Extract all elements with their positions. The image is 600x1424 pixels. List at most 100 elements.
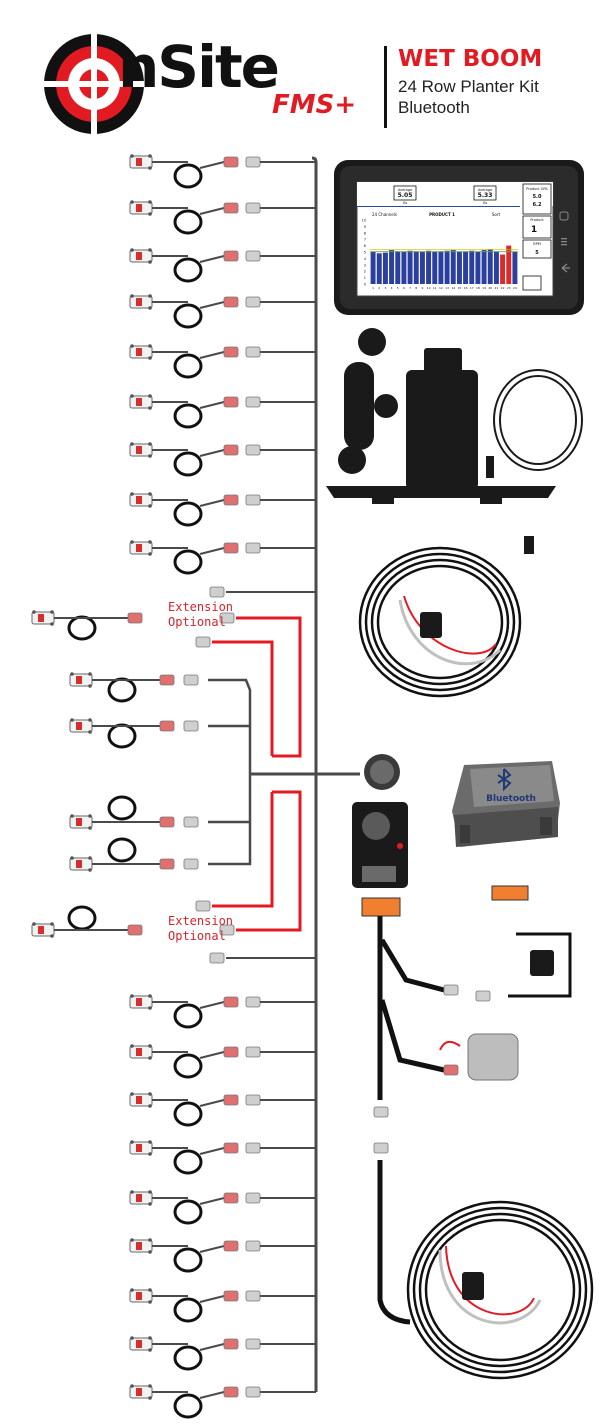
product-label: PRODUCT 1 — [429, 212, 455, 217]
connector-plug — [245, 1142, 261, 1154]
sensor-rows — [31, 154, 316, 1419]
sensor-row — [129, 154, 316, 189]
x-tick-label: 11 — [433, 286, 437, 290]
menu-icon — [561, 238, 567, 246]
extension-label-lower: Extension Optional — [168, 914, 233, 944]
connector-plug — [223, 156, 239, 168]
connector-plug — [245, 542, 261, 554]
extension-connector — [209, 952, 225, 964]
kit-title: WET BOOM — [398, 46, 543, 72]
tablet-bar — [438, 251, 444, 284]
connector-plug — [127, 612, 143, 624]
x-tick-label: 9 — [421, 286, 423, 290]
x-tick-label: 1 — [372, 286, 374, 290]
sensor-row — [129, 1384, 316, 1419]
sensor-icon — [129, 200, 153, 216]
sensor-icon — [129, 1092, 153, 1108]
connector-plug — [373, 1142, 389, 1154]
connector-plug — [183, 816, 199, 828]
x-tick-label: 7 — [409, 286, 411, 290]
extension-label-line2: Optional — [168, 929, 226, 943]
ecu-controller — [352, 802, 572, 1325]
bluetooth-icon — [497, 768, 512, 792]
home-icon — [559, 211, 569, 221]
x-tick-label: 15 — [458, 286, 462, 290]
cable-coil — [173, 1345, 203, 1371]
connector-plug — [159, 674, 175, 686]
connector-plug — [183, 858, 199, 870]
sensor-row — [129, 492, 316, 527]
main-trunk-harness — [250, 156, 400, 1392]
extension-label-upper: Extension Optional — [168, 600, 233, 630]
connector-plug — [245, 1240, 261, 1252]
tablet-bar — [487, 249, 493, 284]
cable-coil — [173, 163, 203, 189]
connector-plug — [373, 1106, 389, 1118]
connector-plug — [223, 444, 239, 456]
cable-coil — [173, 1393, 203, 1419]
connector-plug — [159, 858, 175, 870]
x-tick-label: 3 — [384, 286, 386, 290]
y-tick-label: 0 — [364, 283, 366, 287]
sensor-icon — [129, 248, 153, 264]
tablet-bar — [401, 252, 407, 284]
sensor-icon — [31, 610, 55, 626]
sensor-row — [129, 1336, 316, 1371]
extension-connector — [195, 900, 211, 912]
extension-connector — [219, 924, 235, 936]
sensor-icon — [129, 994, 153, 1010]
cable-coil — [107, 723, 137, 749]
tablet-bar — [463, 251, 469, 284]
connector-plug — [223, 1046, 239, 1058]
cable-coil — [173, 1101, 203, 1127]
average-left-value: 5.05 — [398, 192, 413, 199]
x-tick-label: 23 — [507, 286, 511, 290]
cable-coil — [173, 1149, 203, 1175]
connector-plug — [219, 612, 235, 624]
extension-harnesses — [195, 328, 594, 1380]
connector-plug — [127, 924, 143, 936]
connector-plug — [209, 586, 225, 598]
sensor-row-extension — [31, 905, 143, 938]
brand-fms: FMS+ — [272, 90, 357, 120]
x-tick-label: 22 — [501, 286, 505, 290]
cable-coil — [173, 303, 203, 329]
tablet-bar — [506, 245, 512, 284]
sort-label: Sort — [492, 212, 501, 217]
tablet-bar — [376, 253, 382, 284]
sensor-icon — [129, 492, 153, 508]
sensor-row — [129, 200, 316, 235]
sensor-icon — [129, 442, 153, 458]
brand-name: nSite — [118, 33, 280, 101]
connector-plug — [223, 494, 239, 506]
y-tick-label: 9 — [364, 225, 366, 229]
connector-plug — [219, 924, 235, 936]
cable-coil — [173, 501, 203, 527]
sensor-icon — [129, 1190, 153, 1206]
average-right-label: Average — [478, 188, 492, 192]
tablet-bar — [389, 250, 395, 284]
y-tick-label: 2 — [364, 270, 366, 274]
connector-plug — [245, 296, 261, 308]
sensor-row — [129, 344, 316, 379]
gpa-line1: 5.0 — [533, 194, 542, 200]
fuse-holder — [462, 1272, 484, 1300]
sensor-icon — [31, 922, 55, 938]
connector-plug — [223, 202, 239, 214]
sensor-icon — [129, 1384, 153, 1400]
cable-coil — [173, 1053, 203, 1079]
sensor-icon — [129, 1044, 153, 1060]
sensor-icon — [129, 1288, 153, 1304]
tablet-mount — [326, 328, 583, 504]
sensor-row-secondary — [69, 795, 199, 830]
y-tick-label: 5 — [364, 251, 366, 255]
connector-plug — [245, 346, 261, 358]
y-tick-label: 6 — [364, 244, 366, 248]
y-tick-label: 10 — [362, 219, 366, 223]
sensor-icon — [129, 540, 153, 556]
average-right-value: 5.33 — [478, 192, 493, 199]
extension-connector — [209, 586, 225, 598]
tablet-bar — [469, 250, 475, 284]
power-cable-coil — [358, 536, 534, 698]
